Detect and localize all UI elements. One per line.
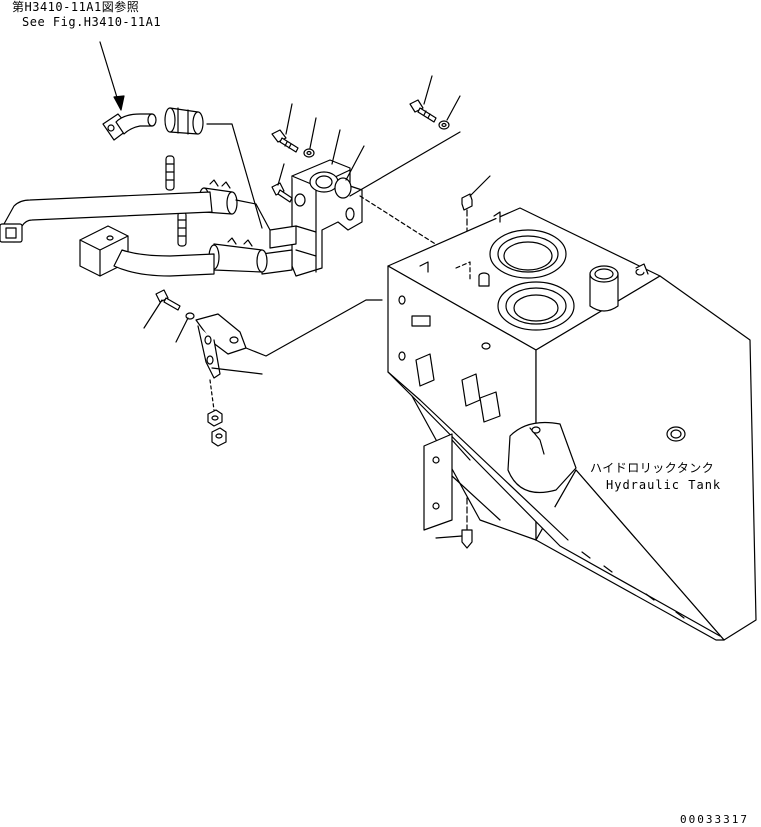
- bolt-top-right: [409, 99, 437, 123]
- leader-bracket-down: [209, 379, 215, 411]
- tank-label-japanese: ハイドロリックタンク: [590, 461, 715, 475]
- nut-lower: [211, 427, 227, 447]
- leader-plug-top: [469, 175, 491, 197]
- nut-upper: [207, 409, 223, 427]
- bracket: [195, 313, 247, 379]
- hydraulic-tank: [387, 207, 757, 641]
- leader-clamp-upper: [235, 199, 271, 231]
- leader-bracket-lower: [211, 367, 263, 375]
- washer-upper: [303, 148, 315, 158]
- leader-block-2: [345, 145, 365, 181]
- manifold-block: [261, 159, 363, 277]
- reference-note-english: See Fig.H3410-11A1: [22, 15, 162, 29]
- leader-plug-bottom: [435, 535, 463, 539]
- nipple-lower: [177, 211, 187, 247]
- tube-left: [0, 191, 213, 243]
- leader-block-1: [331, 129, 341, 165]
- leader-washer-1: [309, 117, 317, 149]
- plug-bottom: [461, 529, 473, 549]
- elbow-flange: [102, 113, 157, 141]
- bolt-small: [271, 182, 293, 203]
- hose-clamp-lower: [208, 237, 268, 273]
- bracket-bolt: [155, 289, 181, 311]
- rubber-coupling: [164, 107, 204, 135]
- leader-bracket-washer: [175, 317, 189, 343]
- leader-bracket-to-tank: [245, 299, 383, 357]
- leader-top-right-to-block: [349, 131, 461, 197]
- leader-washer-top-right: [446, 95, 461, 121]
- bent-pipe: [79, 225, 215, 277]
- nipple-upper: [165, 155, 175, 191]
- plug-top: [461, 193, 473, 211]
- leader-bolt-top-right: [423, 75, 433, 105]
- reference-arrow: [99, 41, 125, 111]
- leader-bracket-bolt: [143, 299, 163, 329]
- leader-bolt-small: [277, 163, 285, 186]
- reference-note-japanese: 第H3410-11A1図参照: [12, 0, 140, 14]
- leader-bolt-1: [285, 103, 293, 135]
- bolt-upper-left: [271, 129, 299, 153]
- bracket-washer: [185, 312, 195, 320]
- tank-label-english: Hydraulic Tank: [606, 478, 722, 492]
- washer-top-right: [438, 120, 450, 130]
- drawing-number: 00033317: [680, 813, 749, 826]
- leader-coupling: [206, 123, 263, 229]
